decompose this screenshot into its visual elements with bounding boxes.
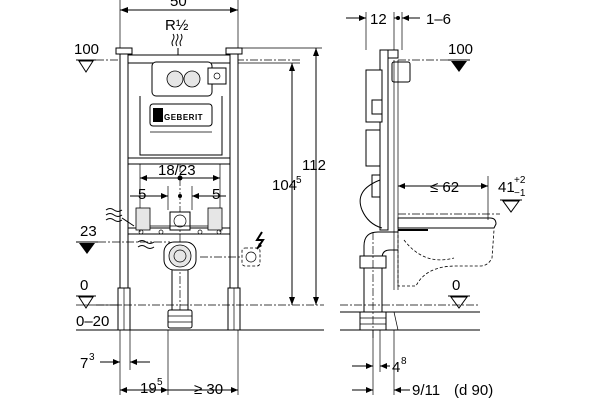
side-level-100-marker: 100 — [398, 41, 473, 72]
height-104-dimension: 104 5 — [238, 62, 302, 305]
depth-62-dimension: ≤ 62 — [398, 176, 489, 220]
cistern: GEBERIT — [139, 96, 223, 156]
level-23-marker: 23 — [76, 223, 170, 254]
width-dimension: 50 — [119, 0, 239, 48]
bottom-48-sup: 8 — [401, 356, 407, 367]
mounting-brackets — [135, 207, 223, 235]
height-41-marker: 41 +2 −1 — [398, 175, 526, 215]
center-span-label: 18/23 — [158, 162, 196, 179]
height-104-label: 104 — [272, 177, 297, 194]
top-range-label: 1–6 — [426, 11, 451, 28]
bottom-73-label: 7 — [80, 355, 88, 372]
side-level-100-label: 100 — [448, 41, 473, 58]
pipe-thread-label: R½ — [165, 17, 189, 34]
side-level-0-label: 0 — [452, 277, 460, 294]
bottom-30-label: ≥ 30 — [194, 381, 223, 398]
center-span-dimension: 18/23 — [139, 162, 221, 320]
height-41-tol-plus: +2 — [514, 175, 526, 186]
width-label: 50 — [170, 0, 187, 10]
height-112-label: 112 — [302, 157, 326, 174]
bottom-911-label: 9/11 — [412, 382, 440, 399]
height-104-sup: 5 — [296, 175, 302, 186]
waste-outlet — [163, 241, 197, 329]
height-41-label: 41 — [498, 179, 515, 196]
level-0-label: 0 — [80, 277, 88, 294]
right-offset-label: 5 — [212, 186, 220, 203]
bottom-195-sup: 5 — [157, 377, 163, 388]
top-12-label: 12 — [370, 11, 387, 28]
level-23-label: 23 — [80, 223, 97, 240]
left-offset-label: 5 — [138, 186, 146, 203]
height-112-dimension: 112 — [238, 47, 326, 305]
flush-plate — [151, 61, 227, 97]
bottom-195-label: 19 — [140, 380, 157, 397]
water-supply-symbol: R½ — [165, 17, 189, 60]
side-waste-bend — [359, 231, 398, 340]
side-frame — [359, 49, 411, 290]
front-view: 50 R½ 100 — [74, 0, 326, 398]
pipe-d90-label: (d 90) — [454, 382, 493, 399]
bottom-73-sup: 3 — [89, 352, 95, 363]
brand-logo: GEBERIT — [164, 113, 203, 122]
offset-dimensions: 5 5 — [130, 186, 226, 210]
bottom-dimensions: 7 3 19 5 ≥ 30 — [80, 330, 239, 398]
level-0-marker: 0 0–20 — [76, 277, 324, 331]
bottom-48-label: 4 — [392, 359, 400, 376]
level-100-label: 100 — [74, 41, 99, 58]
wall-hung-toilet — [397, 217, 497, 287]
electrical-connection — [200, 231, 265, 267]
top-depth-dimensions: 12 1–6 — [346, 11, 451, 50]
side-level-0-marker: 0 — [340, 277, 480, 331]
depth-62-label: ≤ 62 — [430, 179, 459, 196]
side-bottom-dimensions: 4 8 9/11 (d 90) — [352, 330, 493, 399]
side-view: 12 1–6 100 — [340, 11, 526, 399]
height-41-tol-minus: −1 — [514, 188, 526, 199]
floor-range-label: 0–20 — [76, 313, 109, 330]
